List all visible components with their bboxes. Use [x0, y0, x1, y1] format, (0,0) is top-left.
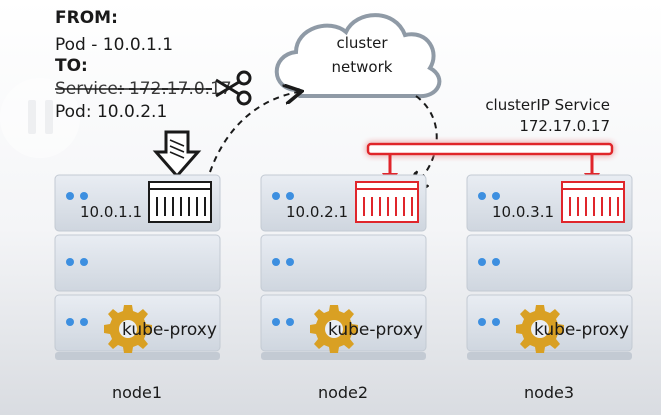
node2-label: node2 — [318, 383, 368, 402]
node2-unit-middle — [260, 234, 427, 292]
node3-label: node3 — [524, 383, 574, 402]
pause-icon[interactable] — [0, 78, 80, 158]
node-2: 10.0.2.1 kube-proxy node2 — [260, 174, 427, 402]
node1-label: node1 — [112, 383, 162, 402]
cloud-label-line1: cluster — [336, 34, 388, 52]
node1-kube-proxy: kube-proxy — [122, 320, 217, 340]
node3-unit-middle — [466, 234, 633, 292]
to-value: Pod: 10.0.2.1 — [55, 102, 167, 122]
node1-pod-icon — [148, 181, 212, 223]
node1-pod-ip: 10.0.1.1 — [80, 203, 142, 221]
node-3: 10.0.3.1 kube-proxy node3 — [466, 174, 633, 402]
cluster-network-cloud: cluster network — [274, 13, 442, 99]
node-1: 10.0.1.1 kube-proxy node1 — [54, 174, 221, 402]
node2-kube-proxy: kube-proxy — [328, 320, 423, 340]
node3-pod-ip: 10.0.3.1 — [492, 203, 554, 221]
node1-unit-middle — [54, 234, 221, 292]
cloud-label-line2: network — [332, 58, 393, 76]
node3-kube-proxy: kube-proxy — [534, 320, 629, 340]
service-bar — [366, 142, 614, 156]
node2-pod-icon — [355, 181, 419, 223]
node2-pod-ip: 10.0.2.1 — [286, 203, 348, 221]
from-label: FROM: — [55, 8, 118, 28]
service-label: clusterIP Service — [485, 96, 610, 114]
from-value: Pod - 10.0.1.1 — [55, 35, 173, 55]
to-label: TO: — [55, 56, 88, 76]
pod-to-cloud-arrow — [209, 92, 298, 173]
incoming-arrow-icon — [152, 130, 202, 179]
node3-pod-icon — [561, 181, 625, 223]
scissors-icon — [215, 70, 252, 106]
service-ip: 172.17.0.17 — [519, 117, 610, 135]
